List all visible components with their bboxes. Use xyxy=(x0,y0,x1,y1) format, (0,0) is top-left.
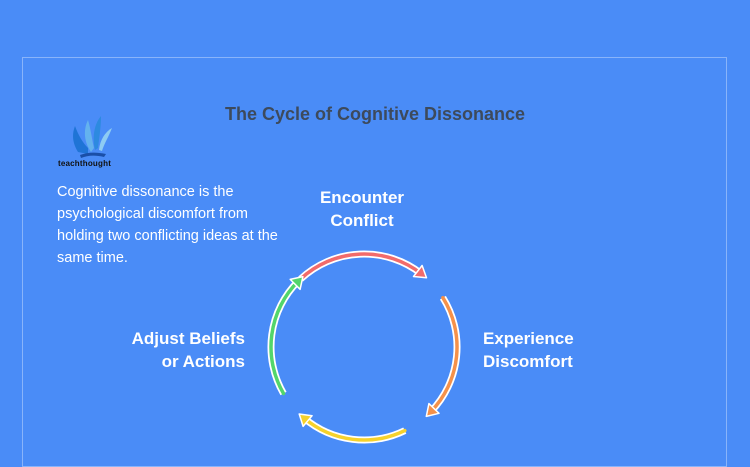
stage-encounter-line1: Encounter xyxy=(319,188,405,207)
logo-icon xyxy=(73,116,112,158)
arrow-adjust-to-encounter-head xyxy=(289,275,304,291)
description-text: Cognitive dissonance is the psychologica… xyxy=(57,184,278,266)
arrow-adjust-to-encounter xyxy=(269,279,300,396)
stage-adjust-beliefs: Adjust Beliefs or Actions xyxy=(105,327,245,373)
stage-experience-line1: Experience xyxy=(483,329,574,348)
stage-encounter-line2: Conflict xyxy=(330,211,394,230)
stage-encounter-conflict: Encounter Conflict xyxy=(300,186,424,232)
cycle-arrows xyxy=(267,250,461,444)
teachthought-logo: teachthought xyxy=(58,112,128,172)
stage-experience-line2: Discomfort xyxy=(483,352,573,371)
page-title: The Cycle of Cognitive Dissonance xyxy=(224,104,526,124)
arrow-discomfort-to-next xyxy=(429,295,459,414)
logo-text: teachthought xyxy=(58,159,112,168)
arrow-discomfort-to-next-head xyxy=(425,402,440,418)
stage-adjust-line1: Adjust Beliefs xyxy=(131,329,245,348)
stage-experience-discomfort: Experience Discomfort xyxy=(483,327,623,373)
arrow-next-to-adjust xyxy=(302,416,407,442)
arrow-encounter-to-discomfort xyxy=(298,252,424,281)
stage-adjust-line2: or Actions xyxy=(161,352,245,371)
arrow-encounter-to-discomfort-head xyxy=(412,264,428,279)
arrow-next-to-adjust-head xyxy=(298,413,313,428)
